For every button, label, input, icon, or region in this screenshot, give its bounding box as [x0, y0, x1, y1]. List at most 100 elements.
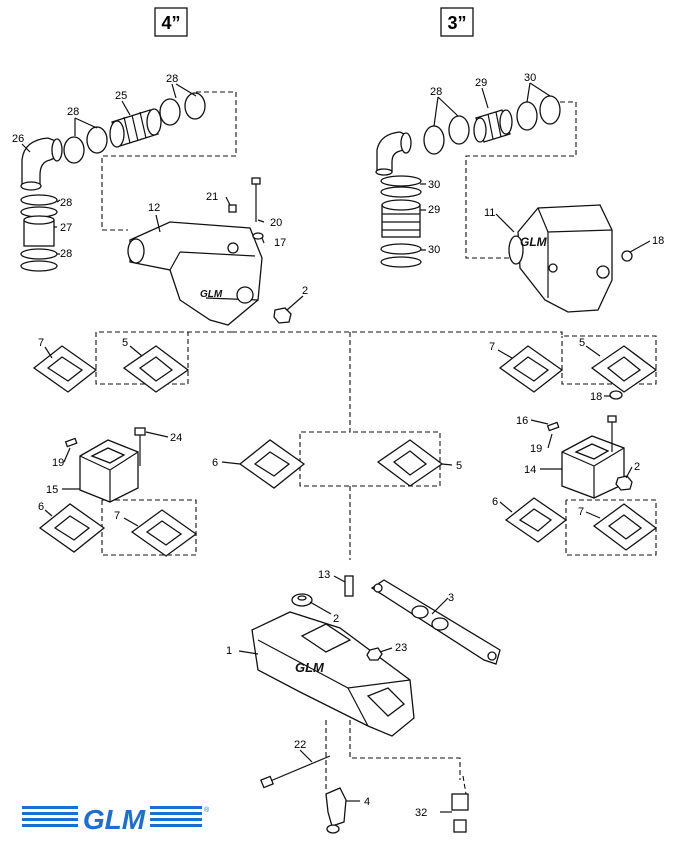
dashed-bottom-connector — [325, 720, 461, 790]
label-11: 11 — [484, 207, 495, 219]
label-29: 29 — [475, 77, 487, 89]
hose-25 — [109, 108, 162, 148]
nut-18-top — [621, 250, 633, 262]
elbow-26 — [20, 137, 63, 191]
label-26: 26 — [12, 133, 24, 145]
label-22: 22 — [294, 739, 306, 751]
pin-19-right — [546, 421, 560, 432]
glm-logo-text: GLM — [83, 804, 146, 835]
washer-18 — [609, 390, 623, 400]
label-4: 4 — [364, 796, 370, 808]
svg-text:GLM: GLM — [520, 235, 548, 249]
label-20: 20 — [270, 217, 282, 229]
label-2-right: 2 — [634, 461, 640, 473]
label-28-a: 28 — [166, 73, 178, 85]
nut-2-right — [615, 475, 633, 491]
label-5-a: 5 — [122, 337, 128, 349]
label-7-left: 7 — [114, 510, 120, 522]
label-2-manifold: 2 — [333, 613, 339, 625]
label-25: 25 — [115, 90, 127, 102]
spacer-15 — [79, 439, 139, 503]
label-5-center: 5 — [456, 460, 462, 472]
stud-16 — [607, 415, 617, 452]
label-23: 23 — [395, 642, 407, 654]
dashed-tree — [95, 331, 657, 560]
label-7-right: 7 — [578, 506, 584, 518]
gasket-6-left-bottom — [38, 503, 106, 553]
header-4-inch: 4” — [154, 7, 188, 37]
bolt-22 — [260, 755, 331, 789]
label-21: 21 — [206, 191, 218, 203]
gasket-5-center — [376, 439, 444, 487]
label-13: 13 — [318, 569, 330, 581]
label-18-mid: 18 — [590, 391, 602, 403]
gasket-7-right — [498, 345, 564, 393]
plug-32 — [451, 793, 469, 833]
label-31-top: 30 — [524, 72, 536, 84]
clamps-31-top — [516, 95, 561, 131]
glm-logo: GLM ® — [22, 804, 210, 835]
clamps-hose-30-31 — [380, 175, 422, 268]
label-6-left: 6 — [38, 501, 44, 513]
label-18-top: 18 — [652, 235, 664, 247]
label-15: 15 — [46, 484, 58, 496]
header-3-inch: 3” — [440, 7, 474, 37]
nut-2-top — [273, 307, 292, 324]
gasket-7-left — [32, 345, 98, 393]
dashed-bottom-left — [101, 499, 197, 556]
riser-12-4inch: GLM — [127, 221, 263, 326]
label-3: 3 — [448, 592, 454, 604]
svg-text:GLM: GLM — [295, 660, 325, 675]
label-6-right: 6 — [492, 496, 498, 508]
label-5-b: 5 — [579, 337, 585, 349]
dashed-connector-3inch — [465, 101, 577, 259]
glm-logo-mark: ® — [204, 806, 210, 814]
label-28-d: 28 — [60, 248, 72, 260]
riser-11-3inch: GLM — [508, 204, 613, 313]
bolt-24 — [134, 427, 146, 466]
gasket-6-right-bottom — [504, 497, 568, 543]
label-16: 16 — [516, 415, 528, 427]
elbow-4 — [325, 787, 347, 834]
label-12: 12 — [148, 202, 160, 214]
gasket-5-right — [590, 345, 658, 393]
label-7-a: 7 — [38, 337, 44, 349]
gasket-7-right-bottom — [592, 503, 658, 551]
label-7-b: 7 — [489, 341, 495, 353]
pin-19-left — [64, 437, 78, 448]
gasket-5-left — [122, 345, 190, 393]
label-14: 14 — [524, 464, 536, 476]
part-labels: 28 28 25 26 28 27 28 12 21 20 17 2 28 29… — [12, 72, 664, 819]
svg-text:3”: 3” — [447, 13, 466, 33]
label-24: 24 — [170, 432, 182, 444]
label-28-c: 28 — [60, 197, 72, 209]
clamp-28-left-b — [159, 92, 206, 126]
label-2-top: 2 — [302, 285, 308, 297]
label-31-mid: 30 — [428, 179, 440, 191]
gasket-7-left-bottom — [130, 509, 198, 557]
svg-text:GLM: GLM — [200, 289, 223, 300]
clamp-28-left-a — [63, 126, 108, 164]
hose-29 — [473, 109, 513, 143]
spacer-14 — [561, 435, 625, 499]
label-32: 32 — [415, 807, 427, 819]
label-27: 27 — [60, 222, 72, 234]
manifold-1: GLM — [251, 611, 415, 737]
label-19-right: 19 — [530, 443, 542, 455]
gasket-6-center — [238, 439, 306, 489]
leader-lines — [21, 82, 651, 813]
nut-23 — [366, 647, 383, 661]
clamps-28-right — [423, 115, 470, 155]
svg-text:4”: 4” — [161, 13, 180, 33]
clamps-hose-27-28 — [20, 194, 58, 272]
label-28-e: 28 — [430, 86, 442, 98]
label-6-center: 6 — [212, 457, 218, 469]
label-17: 17 — [274, 237, 286, 249]
nut-2-manifold — [291, 593, 313, 607]
stud-13 — [344, 575, 354, 597]
dashed-connector-4inch — [101, 91, 237, 231]
bolt-20 — [251, 177, 261, 222]
elbow-3inch — [375, 131, 412, 176]
bolt-21 — [228, 204, 237, 213]
